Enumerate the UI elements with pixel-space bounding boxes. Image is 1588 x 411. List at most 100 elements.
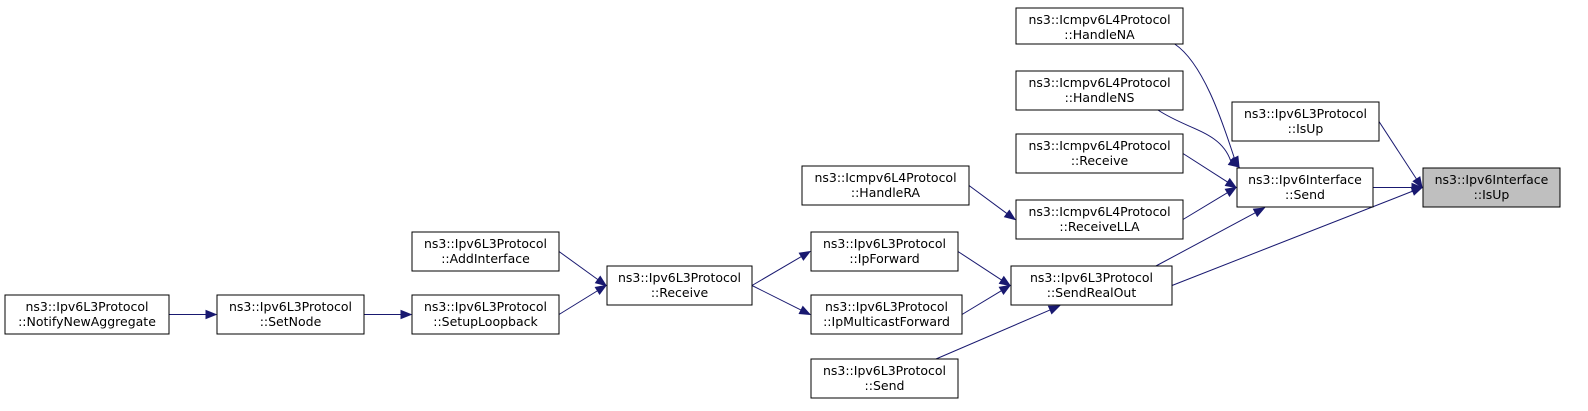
function-node[interactable]: ns3::Ipv6L3Protocol::Receive	[606, 265, 753, 306]
node-box	[1231, 101, 1380, 142]
node-box	[606, 265, 753, 306]
edge-arrowhead	[594, 275, 608, 287]
call-edge	[1182, 153, 1238, 189]
edge-arrowhead	[594, 284, 608, 296]
node-method-label: ::IpForward	[849, 251, 919, 266]
node-box	[1015, 199, 1184, 240]
function-node[interactable]: ns3::Icmpv6L4Protocol::HandleNS	[1015, 70, 1184, 111]
edge-line	[1174, 43, 1235, 159]
call-edge	[935, 305, 1061, 360]
edge-line	[751, 256, 802, 286]
function-node[interactable]: ns3::Ipv6L3Protocol::SendRealOut	[1010, 265, 1173, 306]
edge-line	[1157, 109, 1232, 162]
node-box	[411, 231, 560, 272]
node-method-label: ::HandleNA	[1064, 27, 1135, 42]
call-edge	[364, 309, 413, 320]
node-method-label: ::SetNode	[260, 314, 322, 329]
edge-line	[1378, 121, 1417, 180]
edge-line	[935, 309, 1051, 360]
call-edge	[751, 250, 812, 286]
call-edge	[957, 251, 1012, 287]
node-class-label: ns3::Ipv6L3Protocol	[25, 299, 148, 314]
node-class-label: ns3::Ipv6L3Protocol	[424, 299, 547, 314]
edge-line	[1155, 212, 1256, 267]
edge-line	[957, 251, 1002, 281]
nodes-layer: ns3::Ipv6Interface::IsUpns3::Ipv6L3Proto…	[4, 7, 1561, 399]
call-edge	[1155, 207, 1266, 267]
function-node[interactable]: ns3::Icmpv6L4Protocol::Receive	[1015, 133, 1184, 174]
call-edge	[751, 285, 812, 316]
node-class-label: ns3::Icmpv6L4Protocol	[1028, 75, 1170, 90]
function-node[interactable]: ns3::Ipv6L3Protocol::SetupLoopback	[411, 294, 560, 335]
function-node[interactable]: ns3::Icmpv6L4Protocol::HandleRA	[801, 165, 970, 206]
edge-arrowhead	[798, 250, 812, 261]
node-class-label: ns3::Ipv6L3Protocol	[823, 363, 946, 378]
edge-arrowhead	[1412, 176, 1423, 189]
edge-arrowhead	[400, 309, 413, 320]
function-node[interactable]: ns3::Ipv6L3Protocol::SetNode	[216, 294, 365, 335]
node-box	[1015, 70, 1184, 111]
node-class-label: ns3::Ipv6L3Protocol	[1030, 270, 1153, 285]
node-box	[216, 294, 365, 335]
edge-arrowhead	[1227, 157, 1241, 168]
edge-arrowhead	[1224, 177, 1238, 189]
function-node[interactable]: ns3::Ipv6L3Protocol::IpMulticastForward	[810, 294, 963, 335]
edge-arrowhead	[998, 284, 1012, 295]
call-edge	[169, 309, 218, 320]
function-node[interactable]: ns3::Icmpv6L4Protocol::HandleNA	[1015, 7, 1184, 45]
call-edge	[1182, 186, 1238, 220]
edge-line	[1182, 153, 1228, 183]
function-node[interactable]: ns3::Icmpv6L4Protocol::ReceiveLLA	[1015, 199, 1184, 240]
node-method-label: ::SetupLoopback	[433, 314, 538, 329]
node-box	[801, 165, 970, 206]
edge-arrowhead	[205, 309, 218, 320]
edge-arrowhead	[1003, 209, 1017, 221]
function-node[interactable]: ns3::Ipv6L3Protocol::IpForward	[810, 231, 959, 272]
edge-line	[961, 290, 1002, 315]
function-node[interactable]: ns3::Ipv6L3Protocol::NotifyNewAggregate	[4, 294, 170, 335]
node-method-label: ::IsUp	[1474, 187, 1510, 202]
function-node[interactable]: ns3::Ipv6L3Protocol::IsUp	[1231, 101, 1380, 142]
node-method-label: ::AddInterface	[441, 251, 530, 266]
node-method-label: ::Receive	[651, 285, 709, 300]
node-box	[1422, 167, 1561, 208]
node-method-label: ::NotifyNewAggregate	[18, 314, 156, 329]
node-box	[1015, 7, 1184, 45]
root-function-node[interactable]: ns3::Ipv6Interface::IsUp	[1422, 167, 1561, 208]
edge-line	[1182, 192, 1228, 220]
call-edge	[1378, 121, 1423, 189]
call-edge	[1174, 43, 1240, 169]
edge-arrowhead	[1047, 305, 1061, 315]
edge-line	[968, 185, 1008, 214]
call-edge	[961, 284, 1012, 315]
node-method-label: ::Send	[1285, 187, 1325, 202]
node-class-label: ns3::Icmpv6L4Protocol	[814, 170, 956, 185]
edge-arrowhead	[1224, 186, 1238, 197]
edge-line	[751, 285, 802, 311]
node-class-label: ns3::Ipv6Interface	[1248, 172, 1362, 187]
function-node[interactable]: ns3::Ipv6Interface::Send	[1236, 167, 1374, 208]
node-box	[1010, 265, 1173, 306]
node-class-label: ns3::Ipv6L3Protocol	[823, 236, 946, 251]
edge-line	[558, 251, 599, 281]
edge-arrowhead	[998, 275, 1012, 287]
call-edge	[558, 251, 608, 287]
node-class-label: ns3::Icmpv6L4Protocol	[1028, 138, 1170, 153]
node-box	[4, 294, 170, 335]
node-class-label: ns3::Icmpv6L4Protocol	[1028, 12, 1170, 27]
node-box	[411, 294, 560, 335]
edge-arrowhead	[798, 305, 812, 316]
node-class-label: ns3::Icmpv6L4Protocol	[1028, 204, 1170, 219]
node-method-label: ::ReceiveLLA	[1059, 219, 1140, 234]
node-method-label: ::HandleRA	[851, 185, 921, 200]
edge-line	[558, 290, 598, 315]
call-edge	[968, 185, 1017, 221]
function-node[interactable]: ns3::Ipv6L3Protocol::Send	[810, 358, 959, 399]
node-method-label: ::IpMulticastForward	[823, 314, 950, 329]
node-class-label: ns3::Ipv6Interface	[1435, 172, 1549, 187]
node-method-label: ::SendRealOut	[1047, 285, 1137, 300]
call-edge	[1157, 109, 1241, 168]
function-node[interactable]: ns3::Ipv6L3Protocol::AddInterface	[411, 231, 560, 272]
node-box	[810, 231, 959, 272]
